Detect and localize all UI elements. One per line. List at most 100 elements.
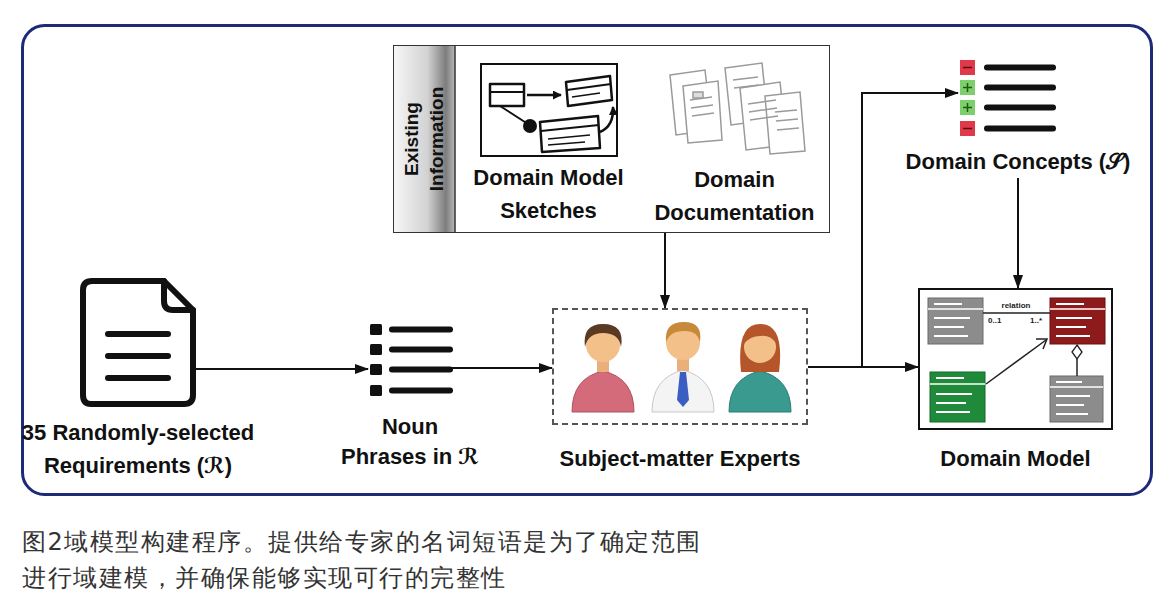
documentation-icon xyxy=(777,128,799,130)
requirements-document-icon xyxy=(83,281,193,404)
documentation-icon xyxy=(691,105,713,108)
sketch-icon xyxy=(490,84,524,106)
uml-sketch xyxy=(1056,335,1090,337)
uml-sketch xyxy=(934,326,964,328)
expert-figures xyxy=(677,372,689,407)
documentation-icon xyxy=(776,119,798,121)
node-label: Domain Documentation xyxy=(643,163,827,229)
expert-figures xyxy=(572,322,791,412)
flow-arrow xyxy=(808,366,918,368)
uml-sketch xyxy=(936,377,964,379)
info-panel: Existing InformationDomain Model Sketche… xyxy=(393,45,830,233)
uml-sketch xyxy=(1050,298,1105,344)
info-strip xyxy=(454,45,456,233)
requirements-document-icon xyxy=(108,353,168,359)
figure-caption: 图2域模型构建程序。提供给专家的名词短语是为了确定范围 进行域建模，并确保能够实… xyxy=(22,524,722,596)
uml-sketch xyxy=(1056,413,1088,415)
expert-figures xyxy=(666,322,701,342)
uml-sketch xyxy=(936,393,972,395)
uml-sketch xyxy=(1036,339,1047,349)
documentation-icon xyxy=(734,85,759,88)
requirements-document-icon xyxy=(108,331,168,337)
sketch-icon xyxy=(567,84,611,90)
concepts-box: Domain Concepts (𝒮) xyxy=(958,57,1078,178)
noun-list-icon xyxy=(370,344,382,355)
expert-figures xyxy=(740,324,780,372)
noun-list-icon xyxy=(392,347,450,353)
uml-sketch xyxy=(928,298,1105,422)
uml-sketch xyxy=(1072,345,1082,359)
noun-list-icon xyxy=(392,388,450,394)
flow-arrow xyxy=(452,367,552,369)
uml-sketch xyxy=(1050,376,1103,422)
uml-sketch xyxy=(928,298,983,344)
uml-sketch xyxy=(1056,317,1092,319)
noun-list-icon xyxy=(370,364,382,375)
expert-figures xyxy=(572,371,634,412)
experts-box: Subject-matter Experts xyxy=(552,308,808,425)
sketch-icon xyxy=(490,91,524,93)
concept-list-icon xyxy=(967,103,969,112)
concept-list-icon xyxy=(987,105,1053,111)
uml-sketch xyxy=(930,372,985,422)
uml-sketch xyxy=(1056,326,1086,328)
documentation-icon xyxy=(670,63,805,154)
uml-sketch xyxy=(1056,303,1084,305)
requirements-document-icon xyxy=(108,375,168,381)
expert-figures xyxy=(729,371,791,412)
concept-list-icon xyxy=(960,60,975,75)
flow-arrow xyxy=(808,93,958,367)
noun-list-icon xyxy=(370,324,382,335)
uml-annotation: 1..* xyxy=(1030,316,1042,326)
flow-arrow xyxy=(196,368,368,370)
node-label: Domain Model xyxy=(896,442,1136,475)
uml-sketch xyxy=(930,383,985,385)
documentation-icon xyxy=(750,116,778,120)
noun-list-icon xyxy=(370,324,450,396)
uml-annotation: 0..1 xyxy=(988,316,1001,326)
requirements-box: 35 Randomly-selected Requirements (ℛ) xyxy=(80,278,196,406)
sketch-icon xyxy=(523,119,537,133)
sketch-icon xyxy=(541,125,599,131)
concept-list-icon xyxy=(987,65,1053,71)
uml-sketch xyxy=(1056,404,1084,406)
sketch-icon xyxy=(500,106,528,124)
documentation-icon xyxy=(733,77,758,80)
sketch-icon xyxy=(600,107,613,132)
sketch-icon xyxy=(566,76,612,106)
node-label: Noun Phrases in ℛ xyxy=(320,412,500,472)
uml-sketch xyxy=(936,402,966,404)
node-label: Domain Model Sketches xyxy=(457,161,641,227)
uml-annotation: relation xyxy=(1002,301,1031,311)
concept-list-icon xyxy=(967,83,969,92)
uml-sketch xyxy=(1050,308,1105,310)
expert-figures xyxy=(744,328,777,344)
documentation-icon xyxy=(692,113,714,116)
sketch-icon xyxy=(490,76,613,152)
sketch-box: Domain Model Sketches xyxy=(480,63,618,157)
documentation-icon xyxy=(775,110,797,112)
concept-list-icon xyxy=(960,121,975,136)
documentation-icon xyxy=(693,92,703,98)
sketch-icon xyxy=(572,93,600,97)
noun-list-icon xyxy=(392,367,450,373)
documentation-box: Domain Documentation xyxy=(665,63,805,155)
concept-list-icon xyxy=(963,128,972,130)
uml-sketch xyxy=(928,308,983,310)
uml-sketch xyxy=(983,312,1050,314)
node-label: Subject-matter Experts xyxy=(520,442,840,475)
concept-list-icon xyxy=(960,60,1053,136)
sketch-icon xyxy=(548,142,585,145)
node-label: Domain Concepts (𝒮) xyxy=(882,145,1154,178)
requirements-document-icon xyxy=(83,281,193,404)
concept-list-icon xyxy=(963,67,972,69)
uml-sketch xyxy=(934,317,970,319)
uml-sketch xyxy=(986,340,1046,384)
uml-sketch xyxy=(1056,381,1082,383)
documentation-icon xyxy=(749,108,777,112)
uml-sketch xyxy=(1056,395,1090,397)
info-strip xyxy=(394,45,455,233)
sketch-icon xyxy=(548,135,590,139)
